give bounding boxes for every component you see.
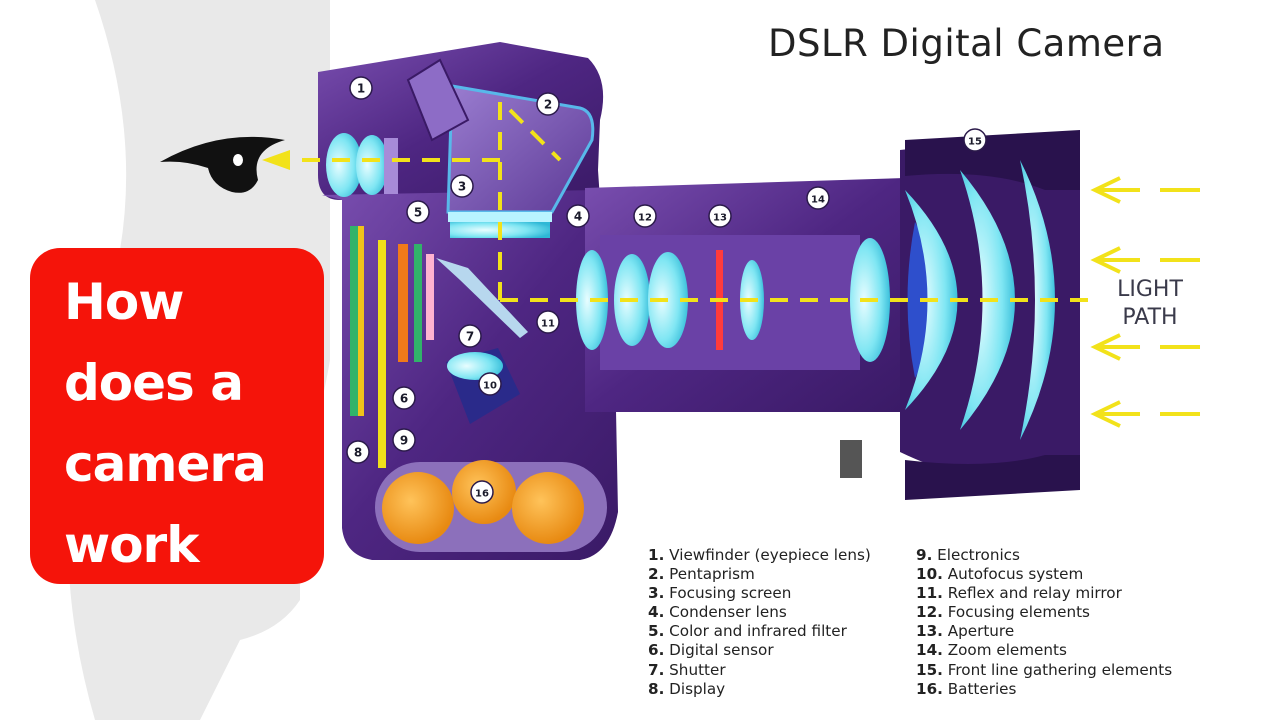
legend-item: 8. Display [648, 679, 726, 698]
sensor-stack [350, 226, 434, 468]
marker-label: 11 [541, 319, 555, 330]
light-path-lines [262, 98, 1100, 302]
marker-label: 4 [574, 210, 582, 224]
marker-5: 5 [406, 200, 430, 224]
legend-item: 2. Pentaprism [648, 565, 755, 584]
light-path-label: LIGHT PATH [1104, 276, 1196, 332]
pentaprism [446, 84, 595, 214]
legend-item: 15. Front line gathering elements [916, 660, 1173, 679]
marker-8: 8 [346, 440, 370, 464]
legend-item: 6. Digital sensor [648, 641, 774, 660]
callout-line: work [64, 516, 199, 574]
legend-column-left: 1. Viewfinder (eyepiece lens) 2. Pentapr… [648, 546, 871, 699]
legend-item: 4. Condenser lens [648, 603, 787, 622]
marker-label: 12 [638, 213, 652, 224]
legend-item: 9. Electronics [916, 546, 1020, 564]
marker-label: 3 [458, 180, 466, 194]
marker-1: 1 [349, 76, 373, 100]
marker-label: 1 [357, 82, 365, 96]
marker-16: 16 [470, 480, 494, 504]
marker-13: 13 [708, 204, 732, 228]
legend-item: 7. Shutter [648, 660, 726, 679]
batteries [375, 460, 607, 552]
diagram-title: DSLR Digital Camera [768, 22, 1165, 65]
marker-label: 7 [466, 330, 474, 344]
light-label-line: PATH [1122, 305, 1178, 330]
focusing-screen [448, 212, 552, 222]
callout-line: does a [64, 354, 244, 412]
legend-item: 11. Reflex and relay mirror [916, 584, 1122, 603]
marker-label: 2 [544, 98, 552, 112]
light-arrow-eye [262, 150, 290, 170]
marker-label: 8 [354, 446, 362, 460]
reflex-mirror [436, 258, 528, 338]
marker-label: 13 [713, 213, 727, 224]
marker-10: 10 [478, 372, 502, 396]
marker-14: 14 [806, 186, 830, 210]
viewfinder-lens [326, 133, 398, 197]
legend-item: 12. Focusing elements [916, 603, 1090, 622]
question-callout: How does a camera work [30, 248, 324, 584]
incoming-light-arrows [1090, 176, 1200, 428]
marker-4: 4 [566, 204, 590, 228]
callout-line: How [64, 273, 184, 331]
marker-label: 10 [483, 381, 497, 392]
legend-item: 10. Autofocus system [916, 565, 1084, 584]
marker-label: 15 [968, 137, 982, 148]
marker-2: 2 [536, 92, 560, 116]
marker-label: 16 [475, 489, 489, 500]
marker-label: 5 [414, 206, 422, 220]
legend-item: 13. Aperture [916, 622, 1015, 641]
marker-label: 9 [400, 434, 408, 448]
light-label-line: LIGHT [1117, 277, 1183, 302]
callout-line: camera [64, 435, 267, 493]
legend-item: 16. Batteries [916, 679, 1017, 698]
marker-11: 11 [536, 310, 560, 334]
legend-column-right: 9. Electronics 10. Autofocus system 11. … [916, 546, 1172, 699]
marker-label: 14 [811, 195, 825, 206]
eye-icon [160, 136, 285, 193]
legend-item: 1. Viewfinder (eyepiece lens) [648, 546, 871, 564]
marker-7: 7 [458, 324, 482, 348]
legend-item: 5. Color and infrared filter [648, 622, 847, 641]
marker-6: 6 [392, 386, 416, 410]
marker-12: 12 [633, 204, 657, 228]
marker-9: 9 [392, 428, 416, 452]
marker-3: 3 [450, 174, 474, 198]
marker-15: 15 [963, 128, 987, 152]
legend-item: 3. Focusing screen [648, 584, 792, 603]
marker-label: 6 [400, 392, 408, 406]
legend-item: 14. Zoom elements [916, 641, 1067, 660]
